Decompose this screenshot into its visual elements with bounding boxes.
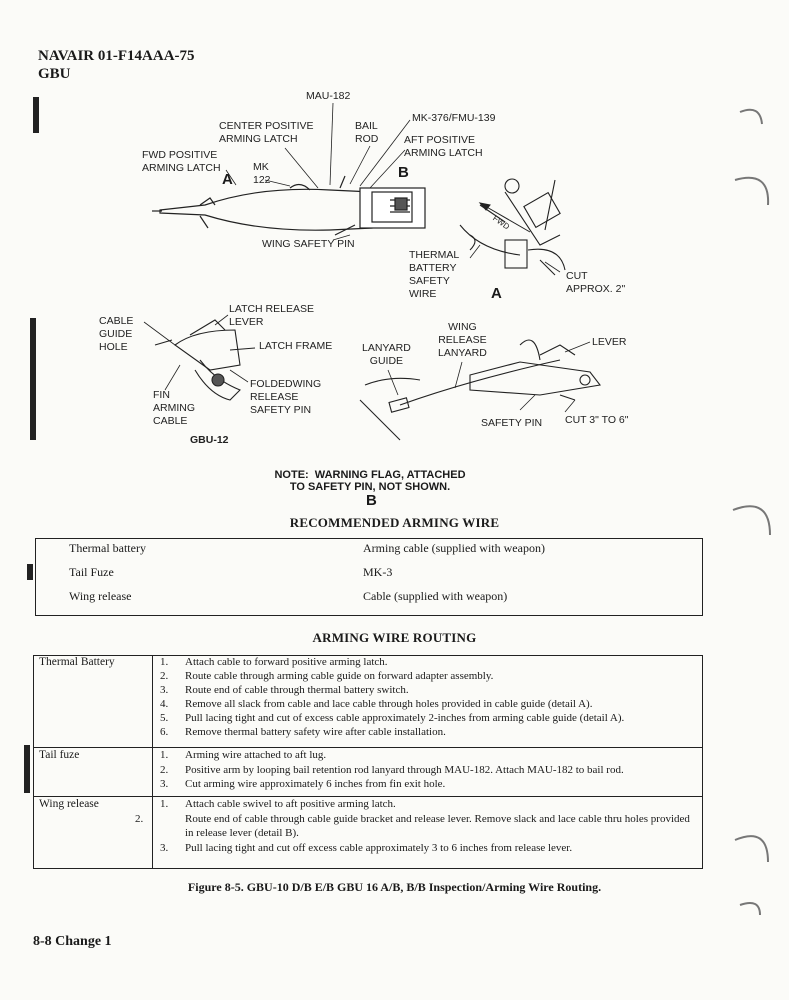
step-number: 2.	[135, 813, 144, 825]
routing-step: 1. Arming wire attached to aft lug.	[160, 749, 696, 763]
label-cut-approx: CUT APPROX. 2"	[566, 270, 626, 295]
step-number: 5.	[160, 712, 169, 724]
routing-table: Thermal Battery Tail fuze Wing release 1…	[33, 655, 703, 869]
label-center-latch: CENTER POSITIVE ARMING LATCH	[219, 120, 314, 145]
routing-title: ARMING WIRE ROUTING	[312, 630, 477, 645]
step-number: 4.	[160, 698, 169, 710]
step-text: Route cable through arming cable guide o…	[185, 670, 494, 682]
label-wing-safety-pin: WING SAFETY PIN	[262, 238, 355, 250]
change-bar	[30, 318, 36, 440]
routing-step: 2. Route end of cable through cable guide…	[135, 813, 696, 840]
page-footer: 8-8 Change 1	[33, 934, 112, 949]
label-detail-a-view: A	[491, 285, 502, 302]
document-number: NAVAIR 01-F14AAA-75	[38, 48, 195, 64]
routing-step: 3. Cut arming wire approximately 6 inches…	[160, 778, 696, 792]
figure-caption: Figure 8-5. GBU-10 D/B E/B GBU 16 A/B, B…	[187, 880, 602, 894]
rec-wire: Arming cable (supplied with weapon)	[363, 541, 545, 555]
recommended-table: Thermal battery Arming cable (supplied w…	[35, 538, 703, 616]
change-bar	[33, 97, 39, 133]
label-latch-release-lever: LATCH RELEASE LEVER	[229, 303, 314, 328]
routing-category: Wing release	[39, 798, 99, 810]
step-text: Attach cable swivel to aft positive armi…	[185, 798, 396, 810]
step-text: Remove all slack from cable and lace cab…	[185, 698, 593, 710]
change-bar	[27, 564, 33, 580]
step-number: 1.	[160, 749, 169, 761]
label-lanyard-guide: LANYARD GUIDE	[362, 342, 411, 367]
label-thermal-battery-safety-wire: THERMAL BATTERY SAFETY WIRE	[409, 249, 460, 300]
routing-step: 2. Positive arm by looping bail retention…	[160, 764, 696, 778]
step-text: Attach cable to forward positive arming …	[185, 656, 388, 668]
rec-wire: Cable (supplied with weapon)	[363, 589, 508, 603]
label-detail-b-view: B	[366, 492, 377, 509]
warning-note: NOTE: WARNING FLAG, ATTACHED TO SAFETY P…	[274, 469, 466, 493]
step-number: 3.	[160, 684, 169, 696]
label-fwd-latch: FWD POSITIVE ARMING LATCH	[142, 149, 221, 174]
step-text: Arming wire attached to aft lug.	[185, 749, 327, 761]
routing-step: 3. Pull lacing tight and cut off excess c…	[160, 842, 696, 856]
label-safety-pin: SAFETY PIN	[481, 417, 543, 429]
routing-category: Thermal Battery	[39, 656, 115, 668]
step-number: 1.	[160, 656, 169, 668]
step-number: 1.	[160, 798, 169, 810]
section-tag: GBU	[38, 66, 71, 82]
routing-category: Tail fuze	[39, 749, 80, 761]
step-text: Route end of cable through thermal batte…	[185, 684, 409, 696]
step-text: Pull lacing tight and cut of excess cabl…	[185, 712, 625, 724]
gbu-bomb-drawing	[152, 175, 426, 236]
row-divider	[34, 747, 702, 748]
column-divider	[152, 656, 153, 868]
label-cut-3-6: CUT 3" TO 6"	[565, 414, 629, 426]
row-divider	[34, 796, 702, 797]
routing-step: 2. Route cable through arming cable guide…	[160, 670, 696, 684]
label-gbu12: GBU-12	[190, 434, 229, 446]
step-text: Positive arm by looping bail retention r…	[185, 764, 624, 776]
label-cable-guide-hole: CABLE GUIDE HOLE	[99, 315, 134, 353]
label-mau182: MAU-182	[306, 90, 351, 102]
label-lever: LEVER	[592, 336, 627, 348]
label-detail-b: B	[398, 164, 409, 181]
label-folded-wing-pin: FOLDEDWING RELEASE SAFETY PIN	[250, 378, 322, 416]
label-mk376: MK-376/FMU-139	[412, 112, 496, 124]
routing-step: 1. Attach cable swivel to aft positive ar…	[160, 798, 696, 812]
label-fin-arming-cable: FIN ARMING CABLE	[153, 389, 195, 427]
step-number: 6.	[160, 726, 169, 738]
step-number: 3.	[160, 842, 169, 854]
step-text: Pull lacing tight and cut off excess cab…	[185, 842, 573, 854]
label-mk122: MK 122	[253, 161, 271, 186]
routing-step: 1. Attach cable to forward positive armin…	[160, 656, 696, 670]
step-text: Route end of cable through cable guide b…	[185, 813, 690, 839]
routing-step: 5. Pull lacing tight and cut of excess ca…	[160, 712, 696, 726]
change-bar	[24, 745, 30, 793]
label-latch-frame: LATCH FRAME	[259, 340, 333, 352]
routing-step: 6. Remove thermal battery safety wire aft…	[160, 726, 696, 740]
rec-item: Wing release	[69, 589, 132, 603]
step-text: Remove thermal battery safety wire after…	[185, 726, 446, 738]
rec-wire: MK-3	[363, 565, 393, 579]
label-wing-release-lanyard: WING RELEASE LANYARD	[438, 321, 487, 359]
label-bail-rod: BAIL ROD	[355, 120, 379, 145]
step-number: 3.	[160, 778, 169, 790]
label-aft-latch: AFT POSITIVE ARMING LATCH	[404, 134, 483, 159]
detail-a-drawing	[459, 178, 566, 276]
step-number: 2.	[160, 670, 169, 682]
recommended-title: RECOMMENDED ARMING WIRE	[289, 515, 500, 530]
step-number: 2.	[160, 764, 169, 776]
routing-step: 3. Route end of cable through thermal bat…	[160, 684, 696, 698]
step-text: Cut arming wire approximately 6 inches f…	[185, 778, 446, 790]
rec-item: Thermal battery	[69, 541, 146, 555]
rec-item: Tail Fuze	[69, 565, 114, 579]
label-detail-a: A	[222, 171, 233, 188]
routing-step: 4. Remove all slack from cable and lace c…	[160, 698, 696, 712]
gbu12-latch-drawing	[154, 319, 256, 401]
